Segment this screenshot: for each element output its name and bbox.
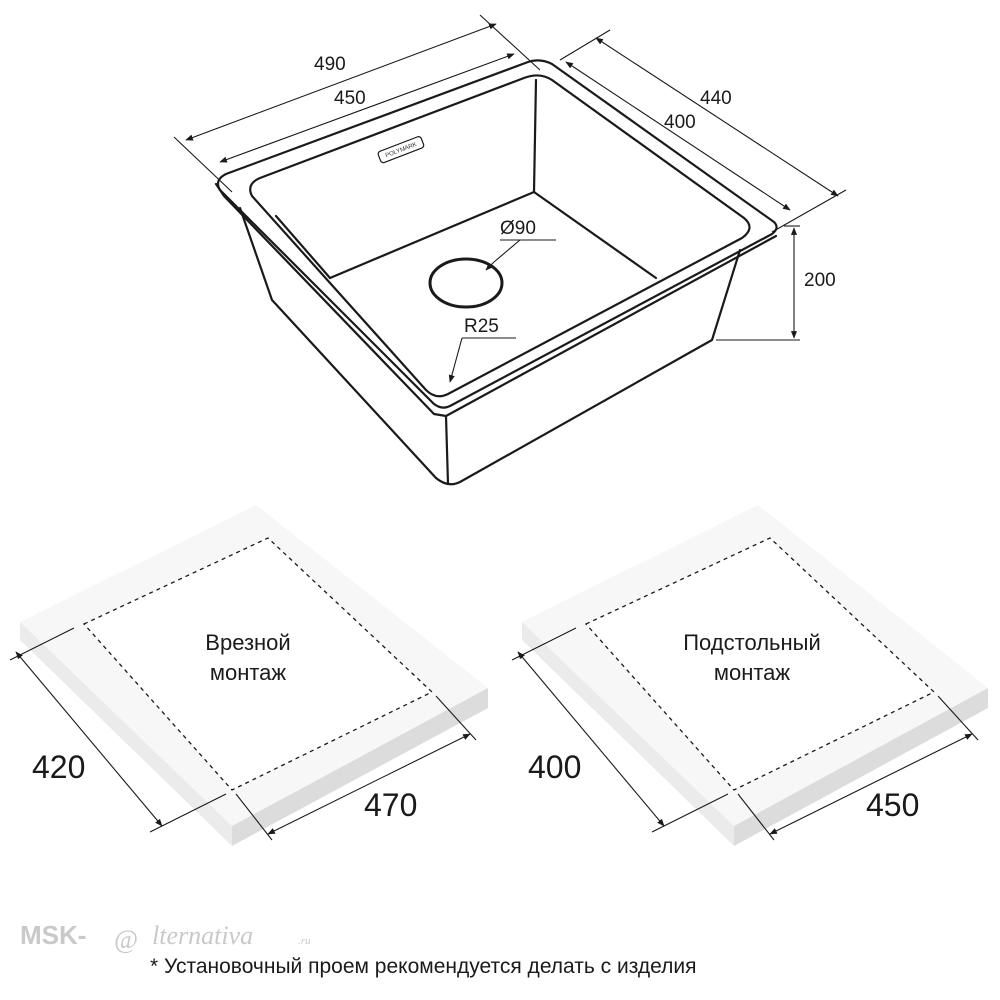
drain-diameter-label: Ø90 — [500, 218, 536, 239]
installation-footnote: * Установочный проем рекомендуется делат… — [150, 955, 697, 978]
watermark-at: @ — [114, 925, 138, 954]
watermark: MSK- @ lternativa .ru — [20, 920, 311, 954]
under-mount-slab: Подстольный монтаж 400 450 — [511, 505, 988, 846]
sink-brand-badge: POLYMARK — [377, 136, 425, 164]
outer-width-label: 440 — [700, 88, 732, 109]
under-mount-dimension-lines — [511, 627, 979, 841]
sink-bowl-opening — [249, 74, 751, 398]
watermark-prefix: MSK- — [20, 920, 86, 950]
corner-radius-label: R25 — [464, 316, 499, 337]
sink-dimension-lines — [173, 14, 847, 383]
top-mount-length-label: 470 — [364, 787, 417, 823]
watermark-script: lternativa — [152, 921, 253, 950]
under-mount-label-line2: монтаж — [714, 660, 791, 685]
under-mount-width-label: 400 — [528, 749, 581, 785]
top-mount-label-line1: Врезной — [205, 630, 290, 655]
top-mount-slab: Врезной монтаж 420 470 — [9, 505, 488, 846]
sink-body-left — [238, 206, 742, 486]
inner-length-label: 450 — [334, 88, 366, 109]
top-mount-dimension-lines — [9, 627, 477, 841]
sink-drain-hole — [428, 257, 504, 309]
inner-width-label: 400 — [664, 112, 696, 133]
sink-rim-edge — [214, 182, 778, 418]
sink-body-front-edge — [444, 414, 450, 486]
top-mount-width-label: 420 — [32, 749, 85, 785]
watermark-suffix: .ru — [298, 935, 311, 947]
sink-inner-floor-back — [328, 190, 658, 280]
top-mount-label-line2: монтаж — [210, 660, 287, 685]
sink-inner-back-left — [274, 214, 332, 280]
slab-cutout — [84, 538, 432, 790]
sink-inner-back-wall — [532, 78, 538, 194]
depth-label: 200 — [804, 270, 836, 291]
under-mount-length-label: 450 — [866, 787, 919, 823]
under-mount-label-line1: Подстольный — [683, 630, 821, 655]
sink-drawing — [214, 59, 778, 486]
slab-cutout — [586, 538, 934, 790]
outer-length-label: 490 — [314, 54, 346, 75]
